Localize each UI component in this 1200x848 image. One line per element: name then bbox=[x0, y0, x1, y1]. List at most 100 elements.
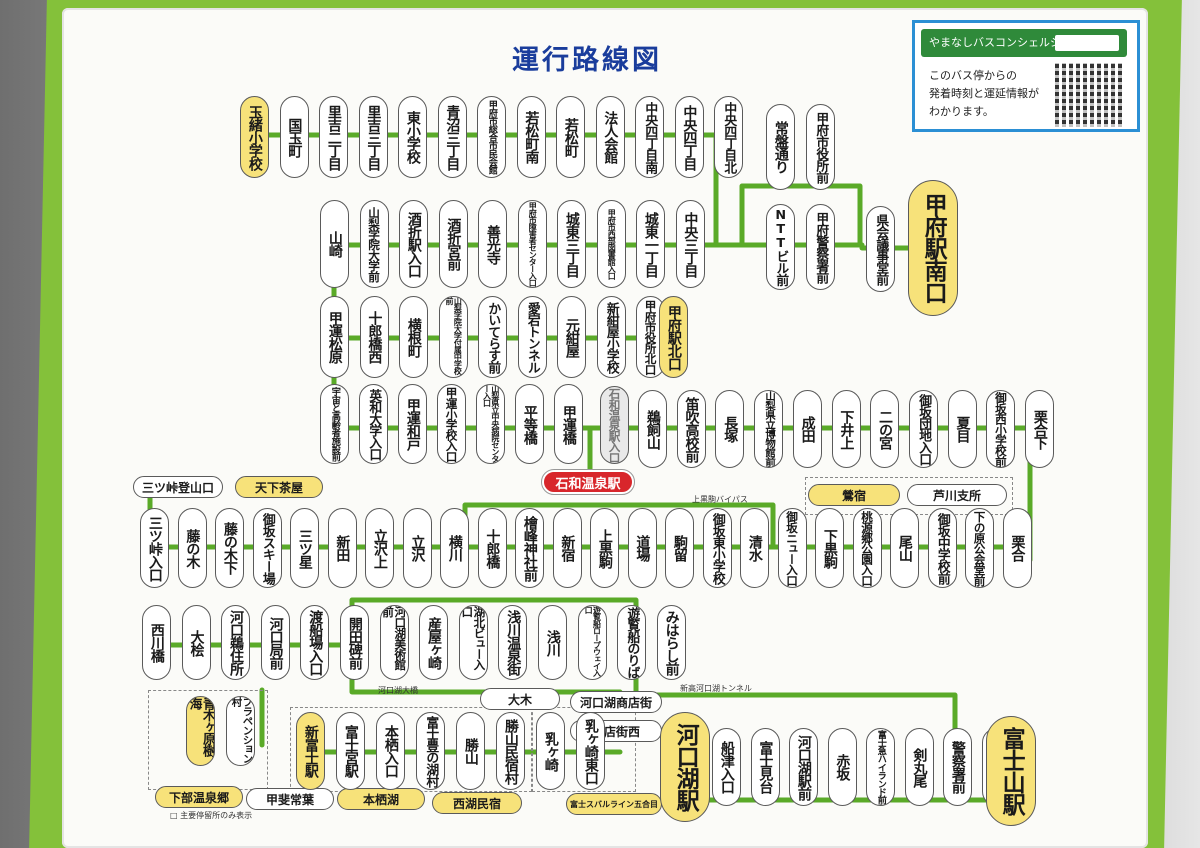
bus-stop[interactable]: 甲府警察署前 bbox=[806, 204, 835, 290]
bus-stop[interactable]: 富士急ハイランド前 bbox=[866, 728, 895, 806]
bus-stop[interactable]: 城東一丁目 bbox=[636, 200, 665, 288]
stop-kai-tokiwa[interactable]: 甲斐常葉 bbox=[246, 788, 334, 810]
bus-stop[interactable]: 甲運橋 bbox=[554, 384, 583, 464]
bus-stop[interactable]: 湖北ビュー入口 bbox=[458, 605, 488, 680]
bus-stop[interactable]: 新紺屋小学校 bbox=[596, 296, 626, 378]
bus-stop[interactable]: 警察署前 bbox=[943, 728, 972, 806]
bus-stop[interactable]: 甲府駅北口 bbox=[659, 296, 688, 378]
bus-stop[interactable]: 甲運和戸 bbox=[398, 384, 427, 464]
stop-motosuko[interactable]: 本栖湖 bbox=[337, 788, 425, 810]
bus-stop[interactable]: 青木ヶ原樹海 bbox=[186, 696, 215, 766]
bus-stop[interactable]: 西川橋 bbox=[142, 605, 171, 680]
bus-stop[interactable]: 立沢 bbox=[402, 508, 432, 588]
bus-stop[interactable]: 船津入口 bbox=[712, 728, 741, 806]
bus-stop[interactable]: 下黒駒 bbox=[815, 508, 844, 588]
bus-stop[interactable]: 甲府駅南口 bbox=[908, 180, 958, 316]
bus-stop[interactable]: 清水 bbox=[740, 508, 769, 588]
stop-ashigawa-shisho[interactable]: 芦川支所 bbox=[907, 484, 1007, 506]
bus-stop[interactable]: 善光寺 bbox=[478, 200, 507, 288]
bus-stop[interactable]: 中央四丁目南 bbox=[635, 96, 664, 178]
stop-shimobe-onsenkyo[interactable]: 下部温泉郷 bbox=[155, 786, 243, 808]
bus-stop[interactable]: 新富士駅 bbox=[296, 712, 325, 790]
stop-ukai[interactable]: 鶯宿 bbox=[808, 484, 900, 506]
bus-stop[interactable]: 笛吹高校前 bbox=[676, 390, 706, 468]
bus-stop[interactable]: 平等橋 bbox=[515, 384, 544, 464]
bus-stop[interactable]: 里吉三丁目 bbox=[358, 96, 388, 178]
bus-stop[interactable]: 勝山民宿村 bbox=[496, 712, 525, 790]
bus-stop[interactable]: 道場 bbox=[627, 508, 657, 588]
bus-stop[interactable]: 新宿 bbox=[552, 508, 582, 588]
bus-stop[interactable]: 遊覧船のりば bbox=[617, 605, 647, 680]
bus-stop[interactable]: 山梨県立博物館前 bbox=[754, 390, 784, 468]
bus-stop[interactable]: 甲運松原 bbox=[320, 296, 349, 378]
bus-stop[interactable]: 宇宙と高齢者施設前 bbox=[320, 384, 349, 464]
bus-stop[interactable]: かいてらす前 bbox=[478, 296, 507, 378]
bus-stop[interactable]: 尾山 bbox=[890, 508, 919, 588]
bus-stop[interactable]: 新田 bbox=[327, 508, 357, 588]
bus-stop[interactable]: 県会議事堂前 bbox=[866, 206, 895, 292]
bus-stop[interactable]: 浅川 bbox=[538, 605, 567, 680]
bus-stop[interactable]: 山梨学院大学前 bbox=[359, 200, 389, 288]
bus-stop[interactable]: 鵜飼山 bbox=[638, 390, 667, 468]
stop-oki[interactable]: 大木 bbox=[480, 688, 560, 710]
bus-stop[interactable]: 玉緒小学校 bbox=[240, 96, 269, 178]
bus-stop[interactable]: 二の宮 bbox=[870, 390, 900, 468]
bus-stop[interactable]: 乳ヶ崎東口 bbox=[576, 712, 605, 790]
bus-stop[interactable]: 夏目 bbox=[947, 390, 977, 468]
bus-stop[interactable]: 富士見台 bbox=[750, 728, 780, 806]
bus-stop[interactable]: 富士宮駅 bbox=[336, 712, 365, 790]
bus-stop[interactable]: 山梨学院大学付属中学校前 bbox=[438, 296, 468, 378]
bus-stop[interactable]: 国玉町 bbox=[279, 96, 309, 178]
bus-stop[interactable]: 若松町南 bbox=[516, 96, 546, 178]
bus-stop[interactable]: 横川 bbox=[440, 508, 469, 588]
bus-stop[interactable]: 渡船場入口 bbox=[300, 605, 330, 680]
bus-stop[interactable]: 英和大学入口 bbox=[359, 384, 388, 464]
bus-stop[interactable]: 甲府市西部図書館入口 bbox=[596, 200, 626, 288]
bus-stop[interactable]: 長塚 bbox=[715, 390, 745, 468]
bus-stop[interactable]: 駒留 bbox=[665, 508, 694, 588]
bus-stop[interactable]: 甲運小学校入口 bbox=[437, 384, 466, 464]
bus-stop[interactable]: 山崎 bbox=[320, 200, 349, 288]
bus-stop[interactable]: 三ツ星 bbox=[290, 508, 319, 588]
bus-stop[interactable]: 河口局前 bbox=[260, 605, 290, 680]
stop-fuji-subaru-line[interactable]: 富士スバルライン五合目 bbox=[566, 793, 662, 815]
bus-stop[interactable]: 十郎橋西 bbox=[359, 296, 389, 378]
bus-stop[interactable]: 御坂西小学校前 bbox=[986, 390, 1016, 468]
bus-stop[interactable]: 御坂中学校前 bbox=[927, 508, 957, 588]
bus-stop[interactable]: 栗合 bbox=[1002, 508, 1032, 588]
bus-stop[interactable]: 石和温泉駅入口 bbox=[600, 386, 629, 464]
bus-stop[interactable]: 桃源郷公園入口 bbox=[852, 508, 882, 588]
bus-stop[interactable]: 勝山 bbox=[456, 712, 485, 790]
bus-stop[interactable]: 山梨県立中央病院センター入口 bbox=[476, 384, 505, 464]
bus-stop[interactable]: 横根町 bbox=[399, 296, 428, 378]
bus-stop[interactable]: 中央四丁目北 bbox=[714, 96, 743, 178]
bus-stop[interactable]: 御坂スキー場 bbox=[252, 508, 282, 588]
bus-stop[interactable]: 青沼三丁目 bbox=[437, 96, 467, 178]
bus-stop[interactable]: 剣丸尾 bbox=[904, 728, 934, 806]
bus-stop[interactable]: 里吉二丁目 bbox=[319, 96, 348, 178]
bus-stop[interactable]: 藤の木 bbox=[177, 508, 207, 588]
bus-stop[interactable]: NTTビル前 bbox=[766, 204, 795, 290]
bus-stop[interactable]: 産屋ヶ崎 bbox=[419, 605, 449, 680]
bus-stop[interactable]: 常盤通り bbox=[766, 104, 795, 190]
bus-stop[interactable]: 甲府市障害者センター入口 bbox=[517, 200, 547, 288]
bus-stop[interactable]: 十郎橋 bbox=[477, 508, 507, 588]
bus-stop[interactable]: 本栖入口 bbox=[376, 712, 405, 790]
bus-stop[interactable]: 成田 bbox=[792, 390, 822, 468]
bus-stop[interactable]: みはらし前 bbox=[656, 605, 686, 680]
bus-stop[interactable]: 富士山駅 bbox=[986, 716, 1036, 826]
bus-stop[interactable]: 浅川温泉街 bbox=[498, 605, 528, 680]
bus-stop[interactable]: 法人会館 bbox=[595, 96, 625, 178]
bus-stop[interactable]: 酒折駅入口 bbox=[399, 200, 428, 288]
qr-code-icon[interactable] bbox=[1055, 63, 1123, 127]
bus-stop[interactable]: 乳ヶ崎 bbox=[536, 712, 565, 790]
stop-kawaguchiko-shotengai[interactable]: 河口湖商店街 bbox=[570, 691, 662, 713]
bus-stop[interactable]: プラペンション村 bbox=[226, 696, 255, 766]
bus-stop[interactable]: 栗合下 bbox=[1025, 390, 1054, 468]
bus-stop[interactable]: 甲府市総合市民会館 bbox=[477, 96, 506, 178]
bus-stop[interactable]: 甲府市役所前 bbox=[806, 104, 835, 190]
stop-saiko-minshuku[interactable]: 西湖民宿 bbox=[432, 792, 522, 814]
bus-stop[interactable]: 東小学校 bbox=[398, 96, 427, 178]
bus-stop[interactable]: 藤の木下 bbox=[215, 508, 244, 588]
bus-stop[interactable]: 城東三丁目 bbox=[557, 200, 586, 288]
